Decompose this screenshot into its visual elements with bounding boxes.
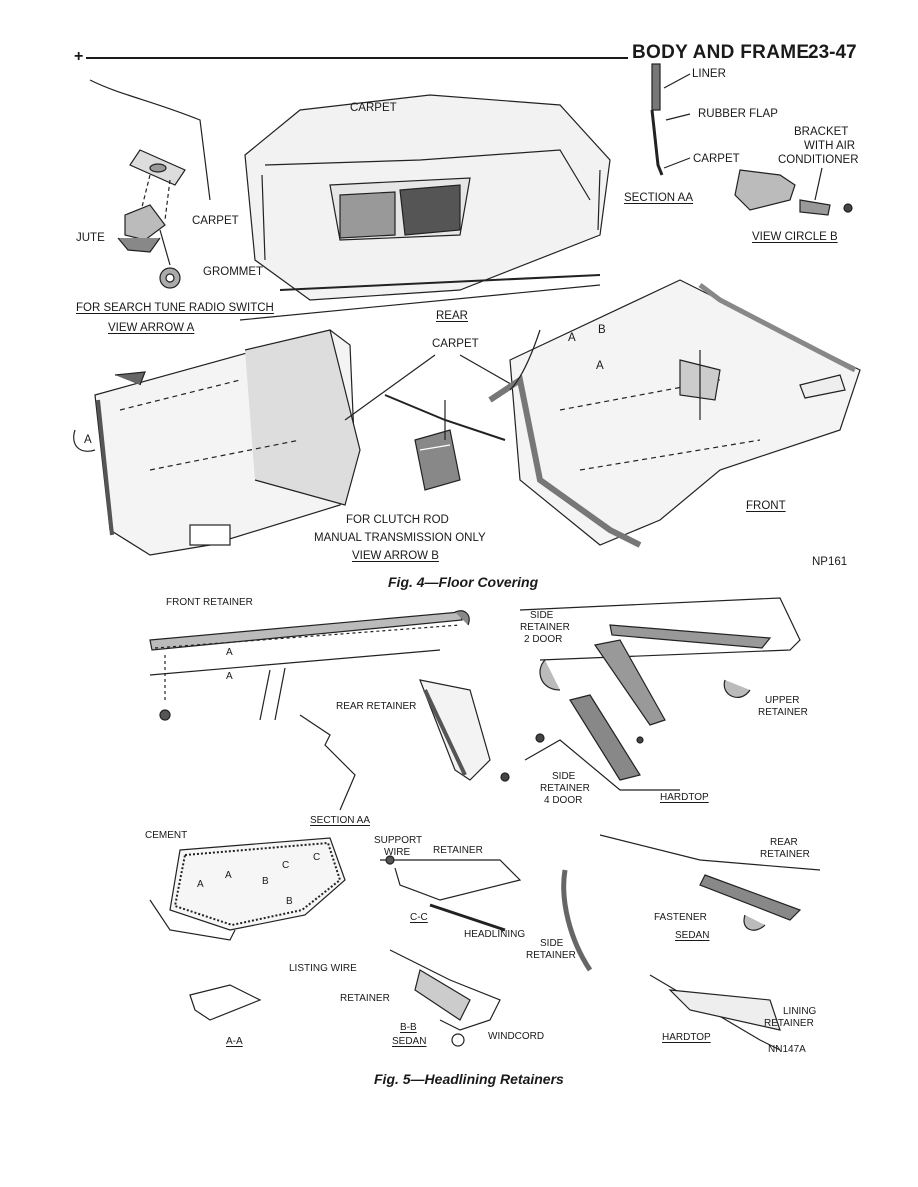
- callout-roof-a2: A: [225, 870, 232, 881]
- label-lining-retainer-1: LINING: [783, 1006, 817, 1017]
- section-bb-detail: [389, 949, 501, 1047]
- radio-switch-detail: [89, 79, 211, 289]
- label-bb-section: B-B: [400, 1022, 417, 1033]
- label-front: FRONT: [746, 500, 786, 512]
- label-clutch-rod: FOR CLUTCH ROD: [346, 514, 449, 526]
- label-fastener: FASTENER: [654, 912, 707, 923]
- label-support-wire-1: SUPPORT: [374, 835, 423, 846]
- label-upper-retainer-2: RETAINER: [758, 707, 808, 718]
- label-rear-retainer-2: RETAINER: [760, 849, 810, 860]
- label-conditioner: CONDITIONER: [778, 154, 859, 166]
- label-cc-section: C-C: [410, 912, 428, 923]
- label-upper-retainer-1: UPPER: [765, 695, 800, 706]
- label-cement: CEMENT: [145, 830, 188, 841]
- label-jute: JUTE: [76, 232, 105, 244]
- callout-roof-b1: B: [262, 876, 269, 887]
- callout-b: B: [598, 324, 606, 336]
- label-view-circle-b: VIEW CIRCLE B: [752, 231, 838, 243]
- callout-roof-c1: C: [282, 860, 290, 871]
- clutch-rod-detail: [384, 394, 506, 491]
- label-view-arrow-b: VIEW ARROW B: [352, 550, 439, 562]
- bracket-detail: [734, 167, 853, 216]
- sedan-rear-retainer-detail: [561, 834, 821, 1051]
- label-section-aa: SECTION AA: [624, 192, 694, 204]
- section-aa-wire: [189, 984, 262, 1021]
- label-carpet-top: CARPET: [350, 102, 397, 114]
- label-carpet-mid: CARPET: [432, 338, 479, 350]
- label-carpet-section: CARPET: [693, 153, 740, 165]
- label-side-retainer-2door-1: SIDE: [530, 610, 554, 621]
- label-hardtop-2: HARDTOP: [662, 1032, 711, 1043]
- front-retainer-detail: [149, 610, 510, 782]
- crop-mark: +: [74, 48, 84, 65]
- label-hardtop-1: HARDTOP: [660, 792, 709, 803]
- label-search-tune: FOR SEARCH TUNE RADIO SWITCH: [76, 302, 274, 314]
- hardtop-side-retainer-detail: [519, 597, 801, 791]
- figure-code-nn147a: NN147A: [768, 1044, 806, 1055]
- section-aa-detail: [650, 63, 691, 176]
- label-retainer-top: RETAINER: [433, 845, 483, 856]
- callout-roof-a1: A: [197, 879, 204, 890]
- fig5-caption: Fig. 5—Headlining Retainers: [374, 1071, 564, 1087]
- figure-code-np161: NP161: [812, 556, 848, 568]
- label-listing-wire: LISTING WIRE: [289, 963, 357, 974]
- label-rear-retainer-1: REAR: [770, 837, 798, 848]
- label-liner: LINER: [692, 68, 726, 80]
- label-headlining: HEADLINING: [464, 929, 526, 940]
- callout-a2: A: [596, 360, 604, 372]
- label-side-retainer-4door-2: RETAINER: [540, 783, 590, 794]
- label-windcord: WINDCORD: [488, 1031, 545, 1042]
- label-rear-retainer: REAR RETAINER: [336, 701, 417, 712]
- roof-headlining-outline: [149, 837, 346, 941]
- label-front-retainer: FRONT RETAINER: [166, 597, 253, 608]
- front-carpet-piece: [488, 279, 861, 548]
- label-side-retainer-2: RETAINER: [526, 950, 576, 961]
- label-with-air: WITH AIR: [804, 140, 856, 152]
- page-number: 23-47: [808, 42, 857, 63]
- label-rubber-flap: RUBBER FLAP: [698, 108, 778, 120]
- label-support-wire-2: WIRE: [384, 847, 411, 858]
- label-grommet: GROMMET: [203, 266, 264, 278]
- callout-fig5-a2: A: [226, 671, 233, 682]
- support-wire-detail: [380, 855, 522, 932]
- label-side-retainer-4door-1: SIDE: [552, 771, 576, 782]
- callout-roof-b2: B: [286, 896, 293, 907]
- label-sedan-2: SEDAN: [675, 930, 710, 941]
- label-manual-trans: MANUAL TRANSMISSION ONLY: [314, 532, 486, 544]
- callout-fig5-a1: A: [226, 647, 233, 658]
- fig4-caption: Fig. 4—Floor Covering: [388, 574, 539, 590]
- callout-a3: A: [84, 434, 92, 446]
- label-side-retainer-2door-2: RETAINER: [520, 622, 570, 633]
- label-retainer-bb: RETAINER: [340, 993, 390, 1004]
- label-side-retainer-2door-3: 2 DOOR: [524, 634, 563, 645]
- label-fig5-section-aa: SECTION AA: [310, 815, 371, 826]
- label-side-retainer-1: SIDE: [540, 938, 564, 949]
- label-carpet-left: CARPET: [192, 215, 239, 227]
- front-floor-pan: [239, 94, 611, 321]
- callout-roof-c2: C: [313, 852, 321, 863]
- label-lining-retainer-2: RETAINER: [764, 1018, 814, 1029]
- label-sedan-1: SEDAN: [392, 1036, 427, 1047]
- label-view-arrow-a: VIEW ARROW A: [108, 322, 195, 334]
- label-side-retainer-4door-3: 4 DOOR: [544, 795, 583, 806]
- section-aa-hanger: [299, 714, 356, 811]
- label-aa-section: A-A: [226, 1036, 243, 1047]
- rear-carpet-piece: [73, 329, 361, 556]
- label-rear: REAR: [436, 310, 468, 322]
- floor-covering-illustration: [73, 63, 861, 556]
- callout-a1: A: [568, 332, 576, 344]
- header-rule: [86, 57, 628, 59]
- label-bracket: BRACKET: [794, 126, 849, 138]
- section-title: BODY AND FRAME: [632, 42, 810, 63]
